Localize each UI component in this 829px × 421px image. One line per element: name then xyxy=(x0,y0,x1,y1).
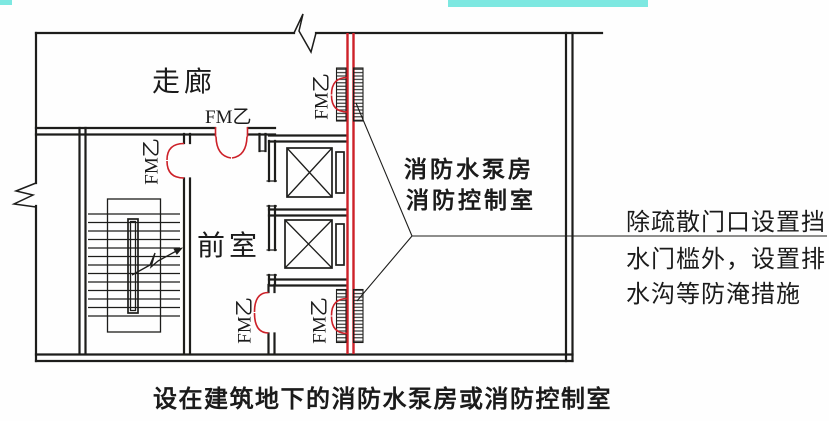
water-threshold-icon-lower xyxy=(335,288,364,344)
elevator-2-icon xyxy=(284,219,345,269)
highlight-artifact-corner xyxy=(0,0,12,5)
break-mark-top xyxy=(293,13,317,54)
corridor-label: 走廊 xyxy=(152,67,217,98)
highlight-artifact-top xyxy=(448,0,648,7)
door-arc-lower-firewall xyxy=(330,297,348,335)
diagram-caption: 设在建筑地下的消防水泵房或消防控制室 xyxy=(153,387,612,413)
building-outline xyxy=(34,31,604,363)
anteroom-label: 前室 xyxy=(197,231,262,262)
annotation-leader-line xyxy=(355,102,827,302)
door-arc-stair xyxy=(166,142,185,179)
door-arc-anteroom xyxy=(253,291,269,334)
door-arc-corridor xyxy=(214,127,249,159)
door-label-corridor: FM乙 xyxy=(205,107,252,128)
door-label-lower-firewall: FM乙 xyxy=(309,297,331,344)
door-arc-upper-firewall xyxy=(330,76,348,113)
stairs-icon xyxy=(88,198,183,333)
pump-room-label-line2: 消防控制室 xyxy=(406,187,536,213)
fire-wall xyxy=(346,33,355,354)
annotation-line3: 水沟等防淹措施 xyxy=(626,282,801,308)
water-threshold-icon-upper xyxy=(335,67,364,122)
break-mark-left xyxy=(11,182,37,208)
pump-room-label-line1: 消防水泵房 xyxy=(404,156,534,182)
door-label-stair: FM乙 xyxy=(141,138,163,185)
counterweight-2 xyxy=(335,223,345,266)
elevator-1-icon xyxy=(286,147,345,198)
door-label-anteroom: FM乙 xyxy=(234,297,256,344)
interior-walls xyxy=(34,126,277,356)
elevator-block xyxy=(266,134,349,287)
stair-handrail xyxy=(127,218,139,314)
door-label-upper-firewall: FM乙 xyxy=(311,73,333,120)
annotation-line1: 除疏散门口设置挡 xyxy=(626,210,826,236)
annotation-line2: 水门槛外，设置排 xyxy=(626,247,826,273)
counterweight-1 xyxy=(335,151,345,194)
stair-direction-arrow xyxy=(131,247,183,276)
